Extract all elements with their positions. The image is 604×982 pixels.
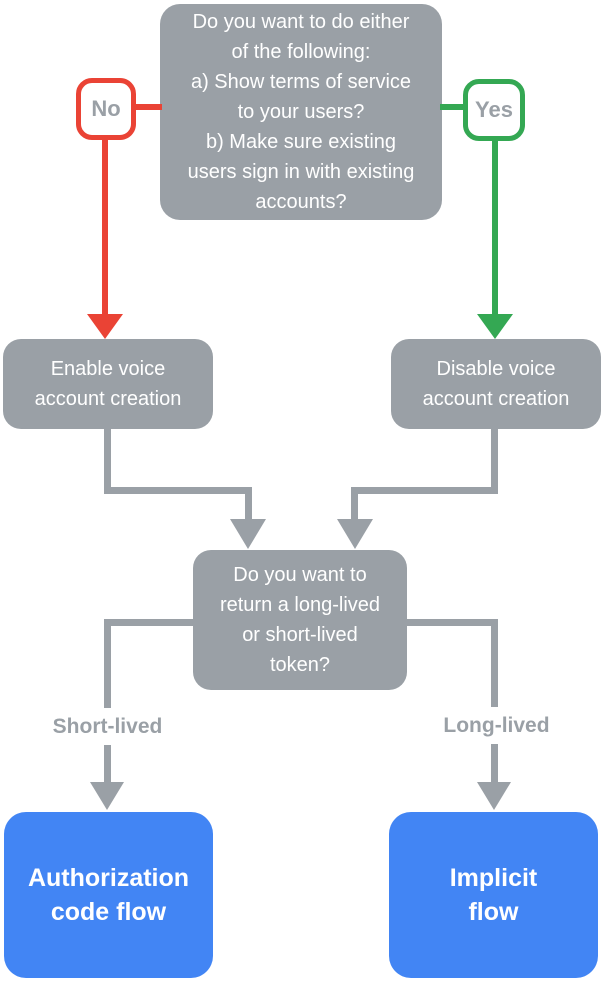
node-implicit-flow: Implicit flow: [389, 812, 598, 978]
arrowhead-no-icon: [87, 314, 123, 339]
edge-label-long-lived: Long-lived: [411, 707, 582, 744]
edge-enable-down: [104, 429, 111, 494]
edge-label-short-lived: Short-lived: [22, 708, 193, 745]
branch-label-no: No: [76, 78, 136, 140]
node-enable-voice-account-creation: Enable voice account creation: [3, 339, 213, 429]
branch-label-yes: Yes: [463, 79, 525, 141]
edge-no-vertical: [102, 138, 108, 315]
edge-long-lived-down: [491, 619, 498, 783]
edge-short-lived-across: [104, 619, 193, 626]
edge-short-lived-down: [104, 619, 111, 783]
node-top-question: Do you want to do either of the followin…: [160, 4, 442, 220]
arrowhead-short-lived-icon: [90, 782, 124, 810]
node-token-question: Do you want to return a long-lived or sh…: [193, 550, 407, 690]
node-disable-voice-account-creation: Disable voice account creation: [391, 339, 601, 429]
edge-yes-horizontal: [440, 104, 465, 110]
edge-long-lived-across: [407, 619, 498, 626]
edge-disable-down: [491, 429, 498, 494]
node-authorization-code-flow: Authorization code flow: [4, 812, 213, 978]
edge-enable-into-question: [245, 487, 252, 520]
edge-disable-into-question: [351, 487, 358, 520]
edge-no-horizontal: [135, 104, 162, 110]
arrowhead-disable-icon: [337, 519, 373, 549]
arrowhead-yes-icon: [477, 314, 513, 339]
arrowhead-long-lived-icon: [477, 782, 511, 810]
edge-yes-vertical: [492, 139, 498, 315]
edge-disable-across: [351, 487, 498, 494]
edge-enable-across: [104, 487, 252, 494]
arrowhead-enable-icon: [230, 519, 266, 549]
